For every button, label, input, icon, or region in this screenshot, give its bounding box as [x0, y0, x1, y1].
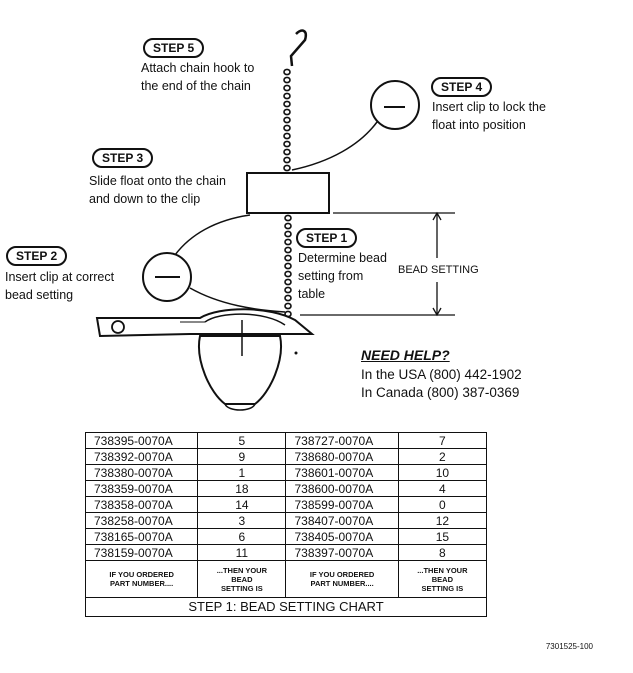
chain-bead	[284, 262, 292, 270]
bead-setting-cell: 12	[397, 512, 488, 529]
doc-code: 7301525-100	[545, 642, 593, 651]
chain-bead	[284, 270, 292, 278]
step5-badge: STEP 5	[143, 38, 205, 58]
part-number-cell: 738405-0070A	[285, 528, 399, 545]
chain-bead	[283, 132, 291, 140]
bead-setting-cell: 2	[397, 448, 488, 465]
float	[246, 172, 330, 214]
chain-bead	[283, 124, 291, 132]
chain-bead	[283, 76, 291, 84]
chain-bead	[283, 92, 291, 100]
bead-setting-cell: 7	[397, 432, 488, 449]
chain-bead	[284, 302, 292, 310]
step5-text: Attach chain hook to the end of the chai…	[141, 61, 255, 93]
bead-setting-cell: 0	[397, 496, 488, 513]
chain-bead	[284, 286, 292, 294]
part-number-cell: 738600-0070A	[285, 480, 399, 497]
part-number-cell: 738380-0070A	[84, 464, 199, 481]
step1-badge: STEP 1	[296, 228, 358, 248]
chain-bead	[284, 238, 292, 246]
help-canada: In Canada (800) 387-0369	[361, 385, 520, 400]
bead-setting-cell: 1	[197, 464, 287, 481]
column-header: ...THEN YOUR BEAD SETTING IS	[197, 560, 287, 598]
chain-bead	[283, 108, 291, 116]
bead-setting-cell: 18	[197, 480, 287, 497]
chain-bead	[284, 294, 292, 302]
step3-badge: STEP 3	[92, 148, 154, 168]
chain-bead	[284, 254, 292, 262]
bead-setting-label: BEAD SETTING	[398, 264, 479, 276]
part-number-cell: 738407-0070A	[285, 512, 399, 529]
part-number-cell: 738601-0070A	[285, 464, 399, 481]
part-number-cell: 738397-0070A	[285, 544, 399, 561]
bead-setting-cell: 9	[197, 448, 287, 465]
chain-bead	[283, 148, 291, 156]
part-number-cell: 738392-0070A	[84, 448, 199, 465]
chain-bead	[284, 230, 292, 238]
help-title: NEED HELP?	[361, 347, 450, 363]
column-header: IF YOU ORDERED PART NUMBER....	[84, 560, 199, 598]
table-header-row: IF YOU ORDERED PART NUMBER.......THEN YO…	[84, 560, 488, 598]
chain-bead	[283, 116, 291, 124]
chain-bead	[283, 164, 291, 172]
chain-hook	[289, 29, 307, 67]
chain-bead	[283, 156, 291, 164]
chain-upper	[283, 68, 291, 172]
step1-text: Determine bead setting from table	[298, 251, 387, 301]
bead-setting-cell: 3	[197, 512, 287, 529]
step2-badge: STEP 2	[6, 246, 68, 266]
part-number-cell: 738395-0070A	[84, 432, 199, 449]
part-number-cell: 738165-0070A	[84, 528, 199, 545]
chain-bead	[283, 68, 291, 76]
column-header: IF YOU ORDERED PART NUMBER....	[285, 560, 399, 598]
part-number-cell: 738258-0070A	[84, 512, 199, 529]
bead-setting-cell: 5	[197, 432, 287, 449]
part-number-cell: 738358-0070A	[84, 496, 199, 513]
step2-text: Insert clip at correct bead setting	[5, 270, 115, 302]
column-header: ...THEN YOUR BEAD SETTING IS	[397, 560, 488, 598]
help-usa: In the USA (800) 442-1902	[361, 367, 522, 382]
bead-setting-cell: 4	[397, 480, 488, 497]
chain-bead	[283, 84, 291, 92]
part-number-cell: 738599-0070A	[285, 496, 399, 513]
chain-bead	[283, 140, 291, 148]
bead-setting-cell: 10	[397, 464, 488, 481]
table-caption: STEP 1: BEAD SETTING CHART	[85, 597, 487, 617]
step3-text: Slide float onto the chain and down to t…	[89, 174, 226, 206]
part-number-cell: 738159-0070A	[84, 544, 199, 561]
chain-bead	[284, 246, 292, 254]
part-number-cell: 738359-0070A	[84, 480, 199, 497]
bead-setting-cell: 6	[197, 528, 287, 545]
bead-setting-cell: 14	[197, 496, 287, 513]
part-number-cell: 738680-0070A	[285, 448, 399, 465]
step4-text: Insert clip to lock the float into posit…	[432, 100, 546, 132]
step4-badge: STEP 4	[431, 77, 493, 97]
bead-setting-cell: 8	[397, 544, 488, 561]
chain-bead	[284, 278, 292, 286]
chain-bead	[284, 214, 292, 222]
bead-setting-cell: 15	[397, 528, 488, 545]
flapper-bulb	[198, 335, 282, 405]
bead-setting-cell: 11	[197, 544, 287, 561]
part-number-cell: 738727-0070A	[285, 432, 399, 449]
chain-bead	[283, 100, 291, 108]
clip-lock-circle	[370, 80, 420, 130]
chain-bead	[284, 222, 292, 230]
chain-lower	[284, 214, 292, 318]
